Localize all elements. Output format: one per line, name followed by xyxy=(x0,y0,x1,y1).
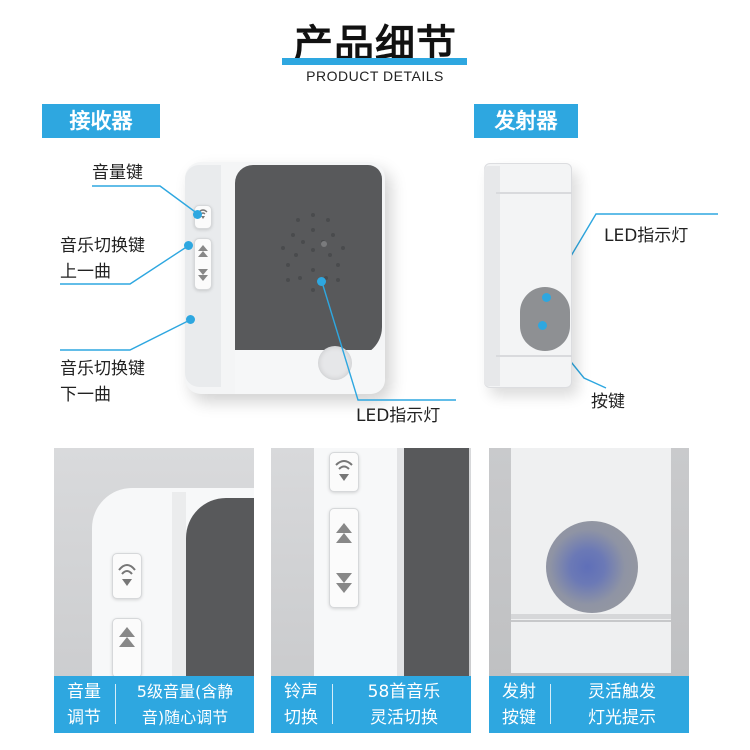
transmitter-seam-bottom xyxy=(496,355,572,357)
arrow-up-icon xyxy=(119,627,135,647)
closeup-receiver-face xyxy=(186,498,254,698)
receiver-speaker-face xyxy=(235,165,382,357)
volume-icon xyxy=(118,564,136,586)
transmitter-badge: 发射器 xyxy=(474,104,578,138)
transmitter-led-label: LED指示灯 xyxy=(604,226,689,246)
volume-key-label: 音量键 xyxy=(92,163,143,183)
transmitter-button-label: 按键 xyxy=(591,392,625,412)
panel-caption: 音量 调节 5级音量(含静 音)随心调节 xyxy=(54,676,254,733)
transmitter-led-callout-dot xyxy=(542,293,551,302)
caption-title: 发射 按键 xyxy=(502,682,536,728)
closeup-side-face xyxy=(404,448,469,678)
music-next-label: 音乐切换键 下一曲 xyxy=(60,359,145,405)
arrow-up-icon xyxy=(198,245,208,281)
arrow-up-icon xyxy=(336,523,352,593)
closeup-music-switch-button xyxy=(329,508,359,608)
closeup-transmitter-led-button xyxy=(546,521,638,613)
title-underline xyxy=(282,58,467,65)
volume-icon xyxy=(335,460,353,481)
music-prev-label: 音乐切换键 上一曲 xyxy=(60,236,145,282)
receiver-led-callout-dot xyxy=(317,277,326,286)
receiver-badge: 接收器 xyxy=(42,104,160,138)
music-prev-callout-dot xyxy=(184,241,193,250)
caption-divider xyxy=(550,684,551,724)
transmitter-side xyxy=(484,166,500,386)
volume-callout-dot xyxy=(193,210,202,219)
feature-panel-ringtone: 铃声 切换 58首音乐 灵活切换 xyxy=(271,448,471,733)
speaker-grille-icon xyxy=(281,213,345,292)
feature-panel-volume: 音量 调节 5级音量(含静 音)随心调节 xyxy=(54,448,254,733)
closeup-music-button xyxy=(112,618,142,678)
closeup-volume-button xyxy=(329,452,359,492)
music-next-callout-dot xyxy=(186,315,195,324)
caption-text: 58首音乐 灵活切换 xyxy=(367,682,441,728)
receiver-base xyxy=(235,350,385,394)
caption-text: 灵活触发 灯光提示 xyxy=(588,682,656,728)
caption-divider xyxy=(332,684,333,724)
closeup-receiver-edge xyxy=(172,492,186,692)
closeup-volume-button xyxy=(112,553,142,599)
music-switch-side-button[interactable] xyxy=(194,238,212,290)
closeup-transmitter-seam xyxy=(511,614,671,619)
page-subtitle: PRODUCT DETAILS xyxy=(306,68,444,84)
transmitter-seam-top xyxy=(496,192,572,194)
transmitter-button-callout-dot xyxy=(538,321,547,330)
feature-panel-transmitter: 发射 按键 灵活触发 灯光提示 xyxy=(489,448,689,733)
panel-caption: 铃声 切换 58首音乐 灵活切换 xyxy=(271,676,471,733)
callout-lines xyxy=(60,185,718,401)
closeup-transmitter-seam-shadow xyxy=(511,620,671,622)
caption-title: 音量 调节 xyxy=(67,682,101,728)
caption-divider xyxy=(115,684,116,724)
closeup-side-body xyxy=(314,448,404,678)
caption-title: 铃声 切换 xyxy=(284,682,318,728)
receiver-led-label: LED指示灯 xyxy=(356,406,441,426)
panel-caption: 发射 按键 灵活触发 灯光提示 xyxy=(489,676,689,733)
caption-text: 5级音量(含静 音)随心调节 xyxy=(136,682,234,727)
closeup-side-edge xyxy=(397,448,405,678)
